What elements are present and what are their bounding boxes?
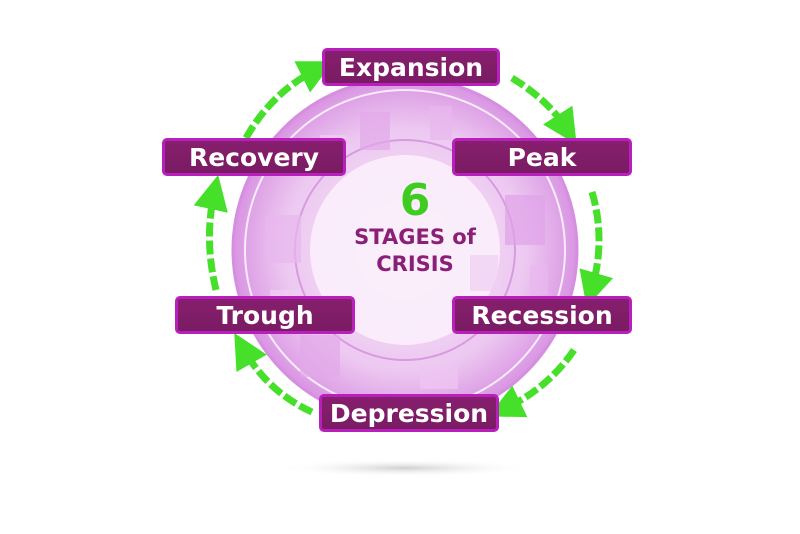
cycle-arrows: [193, 61, 614, 418]
center-title-line1: STAGES of: [354, 225, 476, 249]
stage-box-expansion: Expansion: [322, 48, 500, 86]
decorative-tiles: [265, 106, 548, 389]
arrow-recession-to-depression: [488, 348, 577, 418]
stage-box-recovery: Recovery: [162, 138, 346, 176]
floor-shadow: [275, 459, 535, 477]
stage-box-recession: Recession: [452, 296, 632, 334]
center-title: 6 STAGES of CRISIS: [330, 178, 500, 278]
arrow-depression-to-trough: [234, 332, 314, 416]
arrow-recovery-to-expansion: [242, 61, 334, 140]
stage-count: 6: [399, 175, 431, 226]
stage-box-depression: Depression: [319, 394, 499, 432]
center-title-line2: CRISIS: [376, 252, 454, 276]
arrow-trough-to-recovery: [193, 174, 228, 291]
arrow-expansion-to-peak: [510, 75, 577, 145]
stage-box-peak: Peak: [452, 138, 632, 176]
arrow-peak-to-recession: [579, 191, 614, 307]
stage-box-trough: Trough: [175, 296, 355, 334]
